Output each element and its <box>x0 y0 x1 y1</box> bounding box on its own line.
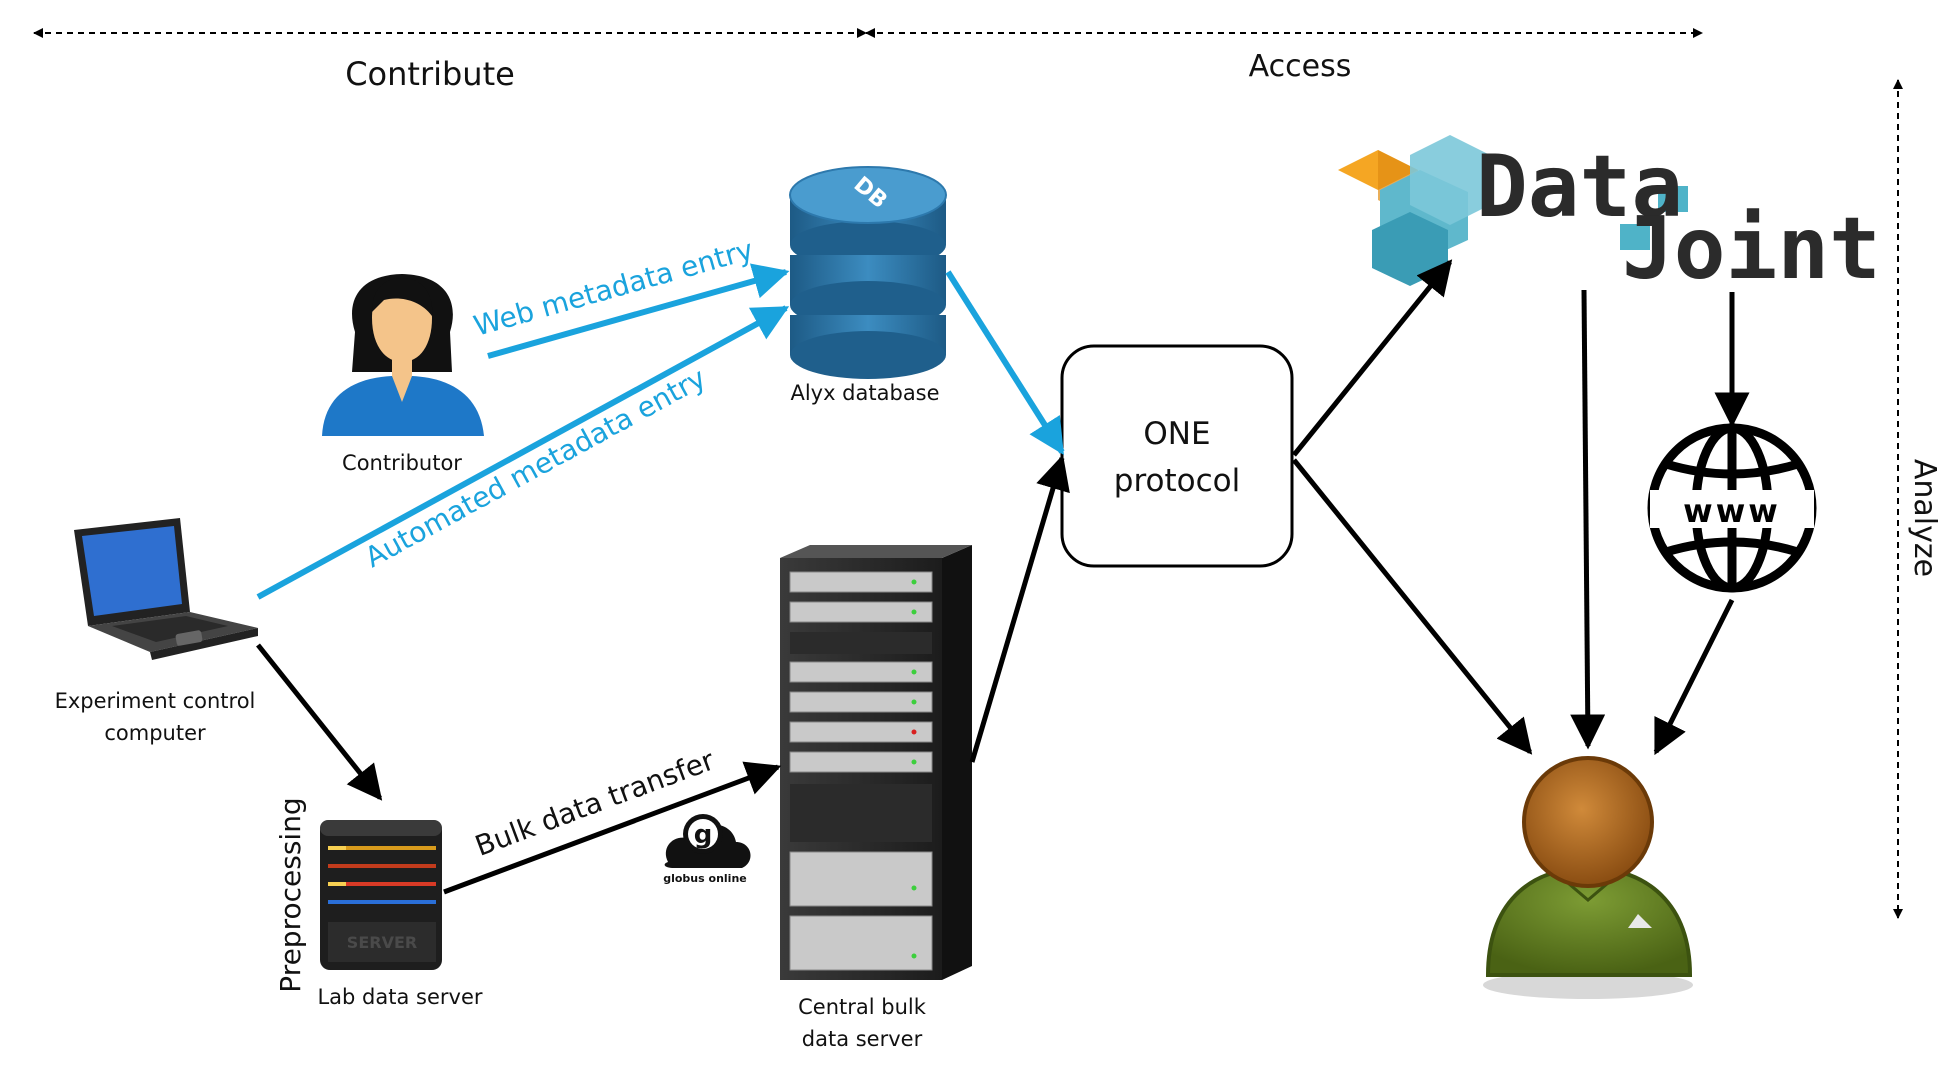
server-plate: SERVER <box>347 933 417 952</box>
one-protocol-box <box>1060 344 1294 568</box>
central-server-rack-icon <box>780 545 972 980</box>
central-server-to-one-arrow <box>969 454 1070 763</box>
globus-logo <box>664 814 751 868</box>
central-server-label-line2: data server <box>802 1027 923 1051</box>
datajoint-word-joint: Joint <box>1622 199 1881 299</box>
alyx-database-label: Alyx database <box>790 381 939 405</box>
contributor-label: Contributor <box>342 451 462 475</box>
web-metadata-label: Web metadata entry <box>470 233 757 343</box>
experiment-computer-label-line2: computer <box>104 721 206 745</box>
lab-server-label: Lab data server <box>317 985 482 1009</box>
www-globe-icon <box>1647 423 1817 593</box>
experiment-computer-label-line1: Experiment control <box>55 689 256 713</box>
database-to-one-arrow <box>945 270 1065 456</box>
datajoint-word-data: Data <box>1476 137 1683 237</box>
analyze-label: Analyze <box>1907 459 1942 577</box>
www-to-user-arrow <box>1653 598 1735 756</box>
globus-letter: g <box>694 820 713 850</box>
web-metadata-arrow <box>487 263 790 359</box>
bulk-transfer-arrow <box>443 761 782 895</box>
preprocessing-label: Preprocessing <box>274 797 307 992</box>
globus-label: globus online <box>663 872 747 885</box>
automated-metadata-arrow <box>256 305 790 600</box>
central-server-label-line1: Central bulk <box>798 995 927 1019</box>
access-label: Access <box>1249 49 1352 84</box>
laptop-to-lab-server-arrow <box>256 643 383 801</box>
one-to-datajoint-arrow <box>1292 259 1453 457</box>
database-icon <box>789 166 947 379</box>
one-to-user-arrow <box>1292 458 1533 755</box>
laptop-icon <box>74 518 258 660</box>
datajoint-to-user-arrow <box>1570 289 1606 750</box>
lab-server-icon <box>320 820 442 970</box>
end-user-icon <box>1483 756 1693 999</box>
contributor-icon <box>322 274 484 436</box>
datajoint-logo-mark <box>1338 135 1688 286</box>
one-protocol-label-line2: protocol <box>1114 463 1240 499</box>
contribute-label: Contribute <box>345 55 515 93</box>
one-protocol-label-line1: ONE <box>1143 416 1210 452</box>
www-label: www <box>1683 492 1781 530</box>
